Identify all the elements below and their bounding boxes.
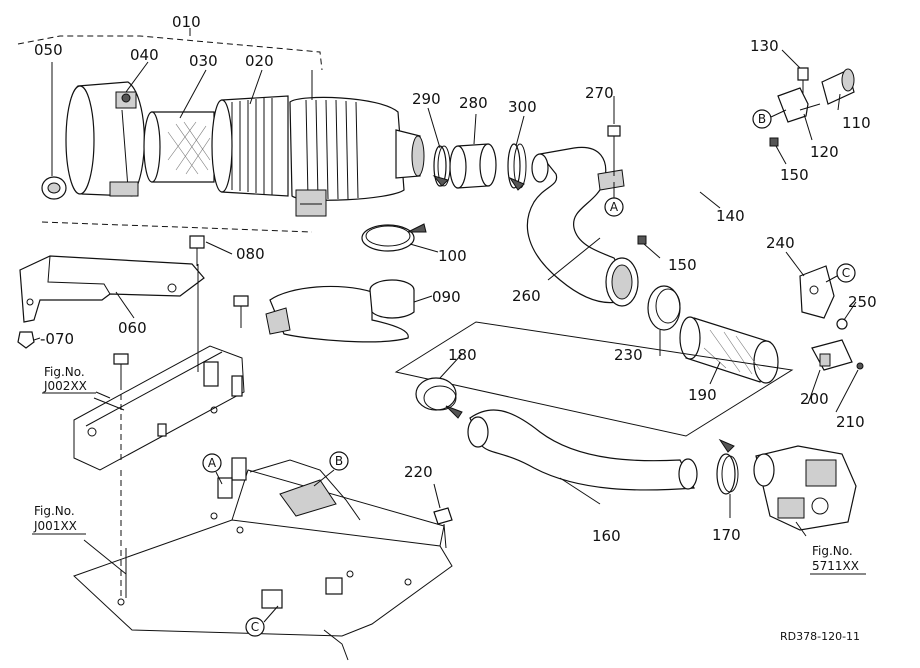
- part-270-bolt[interactable]: [607, 125, 621, 176]
- callout-080[interactable]: 080: [236, 245, 265, 263]
- callout-150-upper[interactable]: 150: [780, 166, 809, 184]
- callout-130[interactable]: 130: [750, 37, 779, 55]
- part-050-evacuator-valve[interactable]: [41, 176, 67, 200]
- part-170-hose-clamp[interactable]: [716, 438, 739, 495]
- part-110-restriction-indicator[interactable]: [821, 68, 855, 105]
- air-cleaner-housing[interactable]: [289, 96, 425, 217]
- part-020-primary-element[interactable]: [211, 95, 289, 197]
- callout-290[interactable]: 290: [412, 90, 441, 108]
- part-060-mounting-bracket[interactable]: [19, 255, 205, 323]
- part-220-bolt[interactable]: [433, 507, 453, 549]
- part-070-bolt[interactable]: [17, 331, 35, 349]
- svg-text:C: C: [842, 266, 850, 280]
- callout-050[interactable]: 050: [34, 41, 63, 59]
- part-150-clip-lower[interactable]: [637, 235, 647, 245]
- callout-010[interactable]: 010: [172, 13, 201, 31]
- group-010-bracket: [17, 28, 323, 233]
- callout-240[interactable]: 240: [766, 234, 795, 252]
- callout-230[interactable]: 230: [614, 346, 643, 364]
- fig-ref-5711xx-number[interactable]: 5711XX: [812, 559, 859, 573]
- callout-020[interactable]: 020: [245, 52, 274, 70]
- fig-ref-j002xx-label[interactable]: Fig.No.: [44, 365, 85, 379]
- ref-circle-a-upper: A: [604, 182, 624, 217]
- callout-200[interactable]: 200: [800, 390, 829, 408]
- callout-030[interactable]: 030: [189, 52, 218, 70]
- callout-300[interactable]: 300: [508, 98, 537, 116]
- part-240-bracket[interactable]: [799, 265, 835, 319]
- callout-150-lower[interactable]: 150: [668, 256, 697, 274]
- part-260-intake-elbow[interactable]: [526, 146, 639, 307]
- ref-circle-a-lower: A: [202, 453, 223, 485]
- part-230-clamp[interactable]: [647, 285, 681, 331]
- part-210-screw[interactable]: [856, 362, 864, 370]
- svg-text:B: B: [758, 112, 766, 126]
- part-300-hose-clamp[interactable]: [507, 143, 527, 191]
- callout-160[interactable]: 160: [592, 527, 621, 545]
- leader-lines: [33, 49, 859, 575]
- part-040-cleaner-cover[interactable]: [65, 81, 145, 197]
- callout-110[interactable]: 110: [842, 114, 871, 132]
- callout-190[interactable]: 190: [688, 386, 717, 404]
- part-callouts: 010 050 040 030 020 290 280 300 270 130 …: [34, 13, 877, 545]
- callout-090[interactable]: 090: [432, 288, 461, 306]
- part-290-hose-clamp[interactable]: [432, 145, 451, 187]
- fig-ref-j001xx-label[interactable]: Fig.No.: [34, 504, 75, 518]
- part-090-inlet-duct[interactable]: [265, 279, 415, 343]
- ref-circle-b-lower: B: [313, 451, 349, 487]
- callout-060[interactable]: 060: [118, 319, 147, 337]
- ref-circle-c-lower: C: [245, 605, 279, 637]
- frame-j001xx: [73, 457, 453, 661]
- ref-circle-c-upper: C: [825, 263, 856, 283]
- svg-text:A: A: [610, 200, 619, 214]
- hose-group-outline: [394, 321, 794, 437]
- callout-250[interactable]: 250: [848, 293, 877, 311]
- part-140-breather-tube[interactable]: [638, 144, 778, 241]
- callout-220[interactable]: 220: [404, 463, 433, 481]
- part-200-intake-sensor[interactable]: [811, 339, 853, 371]
- part-100-hose-clamp[interactable]: [361, 223, 427, 252]
- frame-j002xx: [73, 264, 245, 471]
- part-190-pre-cleaner-pipe[interactable]: [679, 316, 779, 384]
- part-030-safety-element[interactable]: [143, 111, 215, 183]
- part-280-rubber-hose[interactable]: [449, 143, 497, 189]
- fig-ref-5711xx-label[interactable]: Fig.No.: [812, 544, 853, 558]
- callout-260[interactable]: 260: [512, 287, 541, 305]
- callout-100[interactable]: 100: [438, 247, 467, 265]
- ref-circle-b-upper: B: [752, 109, 787, 129]
- svg-text:B: B: [335, 454, 343, 468]
- callout-210[interactable]: 210: [836, 413, 865, 431]
- svg-text:C: C: [251, 620, 259, 634]
- figure-references: Fig.No. J002XX Fig.No. J001XX Fig.No. 57…: [32, 365, 866, 575]
- part-160-air-hose[interactable]: [467, 409, 698, 491]
- callout-140[interactable]: 140: [716, 207, 745, 225]
- fig-ref-j001xx-number[interactable]: J001XX: [33, 519, 77, 533]
- part-250-nut[interactable]: [836, 318, 848, 330]
- callout-280[interactable]: 280: [459, 94, 488, 112]
- part-120-bracket[interactable]: [777, 87, 821, 123]
- callout-120[interactable]: 120: [810, 143, 839, 161]
- part-150-clip-upper[interactable]: [769, 137, 779, 147]
- part-180-hose-clamp[interactable]: [415, 377, 463, 419]
- callout-180[interactable]: 180: [448, 346, 477, 364]
- throttle-body-assembly[interactable]: [753, 445, 857, 531]
- svg-text:A: A: [208, 456, 217, 470]
- fig-ref-j002xx-number[interactable]: J002XX: [43, 379, 87, 393]
- callout-070[interactable]: -070: [40, 330, 74, 348]
- mounting-bolt-pair[interactable]: [113, 295, 249, 384]
- callout-040[interactable]: 040: [130, 46, 159, 64]
- part-080-bolt[interactable]: [189, 235, 205, 266]
- callout-270[interactable]: 270: [585, 84, 614, 102]
- drawing-id: RD378-120-11: [780, 630, 860, 643]
- callout-170[interactable]: 170: [712, 526, 741, 544]
